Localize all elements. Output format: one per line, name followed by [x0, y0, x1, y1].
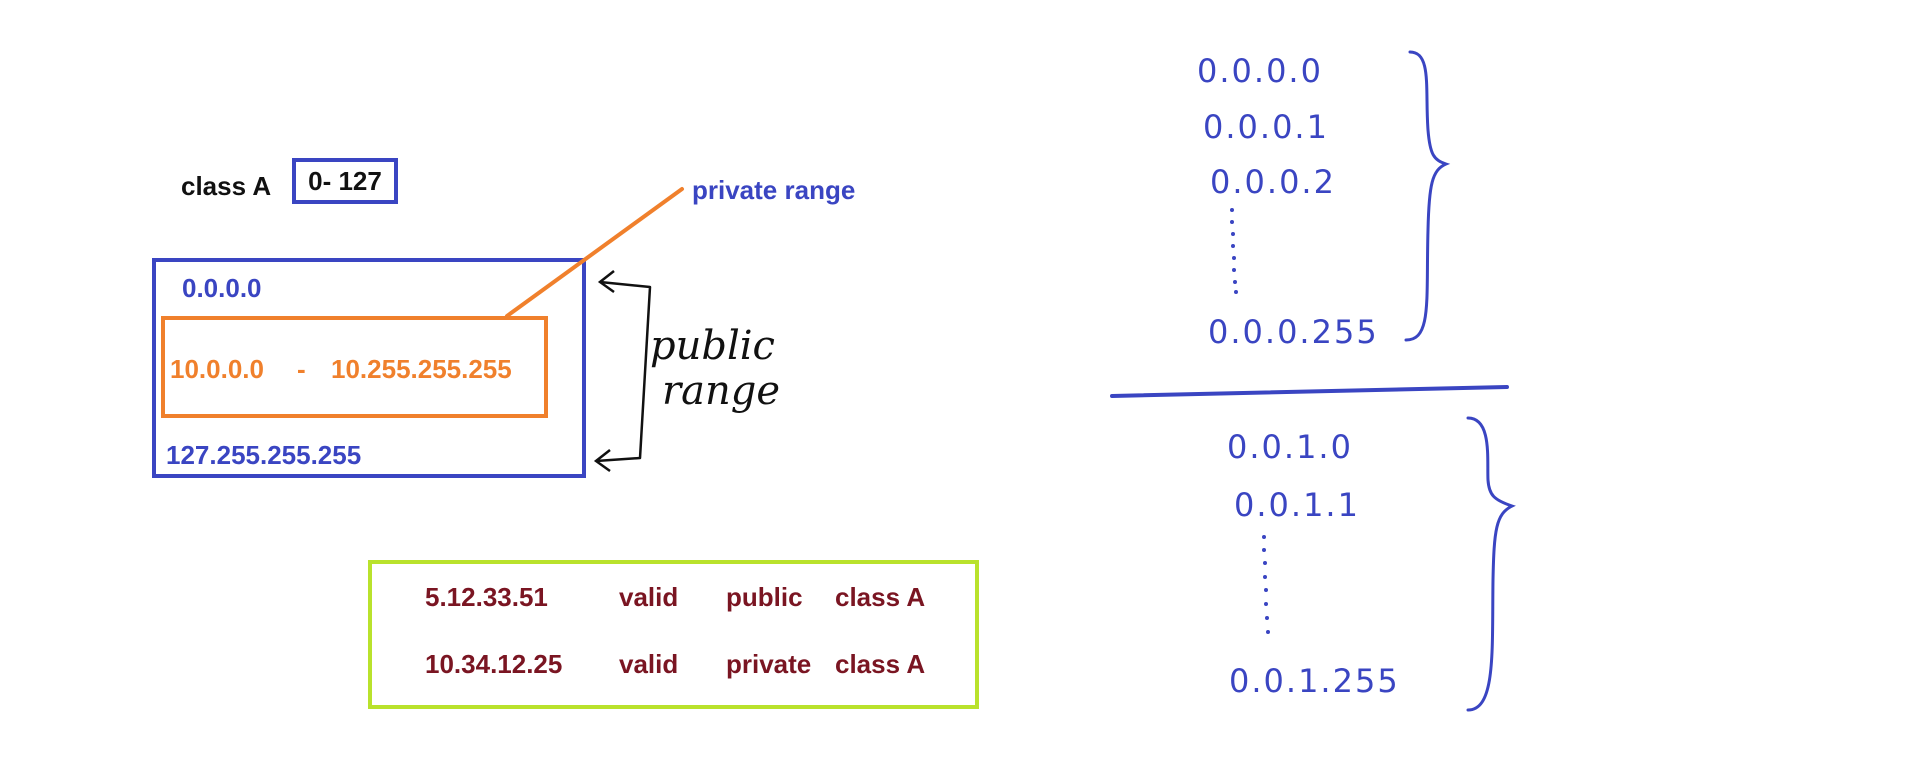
public-range-label-line2: range [662, 368, 781, 414]
class-a-address-box [152, 258, 586, 478]
private-range-box [161, 316, 548, 418]
subnet-address: 0.0.1.0 [1227, 428, 1353, 466]
private-range-end: 10.255.255.255 [331, 354, 512, 384]
address-start: 0.0.0.0 [182, 273, 262, 303]
private-range-dash: - [297, 354, 306, 384]
subnet-address: 0.0.0.2 [1210, 163, 1336, 201]
divider-line [1110, 385, 1509, 398]
arrow-head-icon [593, 449, 611, 473]
subnet-address: 0.0.0.0 [1197, 52, 1323, 90]
example-ip: 5.12.33.51 [425, 582, 548, 612]
example-class: class A [835, 649, 926, 679]
subnet-address: 0.0.0.1 [1203, 108, 1329, 146]
examples-box [368, 560, 979, 709]
example-type: public [726, 582, 803, 612]
arrow-head-icon [597, 270, 615, 294]
private-range-leader-line [505, 187, 684, 318]
curly-brace [1404, 50, 1451, 342]
private-range-label: private range [692, 175, 856, 205]
example-type: private [726, 649, 812, 679]
subnet-address: 0.0.0.255 [1208, 313, 1379, 351]
class-a-range: 0- 127 [308, 165, 382, 196]
public-range-label-line1: public [650, 323, 775, 369]
class-a-label: class A [181, 171, 272, 201]
example-validity: valid [619, 649, 679, 679]
example-ip: 10.34.12.25 [425, 649, 563, 679]
ellipsis-dots [1230, 208, 1238, 294]
private-range-start: 10.0.0.0 [170, 354, 264, 384]
curly-brace [1466, 416, 1516, 712]
public-range-bracket [595, 280, 652, 463]
example-validity: valid [619, 582, 679, 612]
ellipsis-dots [1262, 535, 1270, 634]
example-class: class A [835, 582, 926, 612]
subnet-address: 0.0.1.1 [1234, 486, 1360, 524]
class-a-range-box: 0- 127 [292, 158, 398, 204]
address-end: 127.255.255.255 [166, 440, 362, 470]
subnet-address: 0.0.1.255 [1229, 662, 1400, 700]
